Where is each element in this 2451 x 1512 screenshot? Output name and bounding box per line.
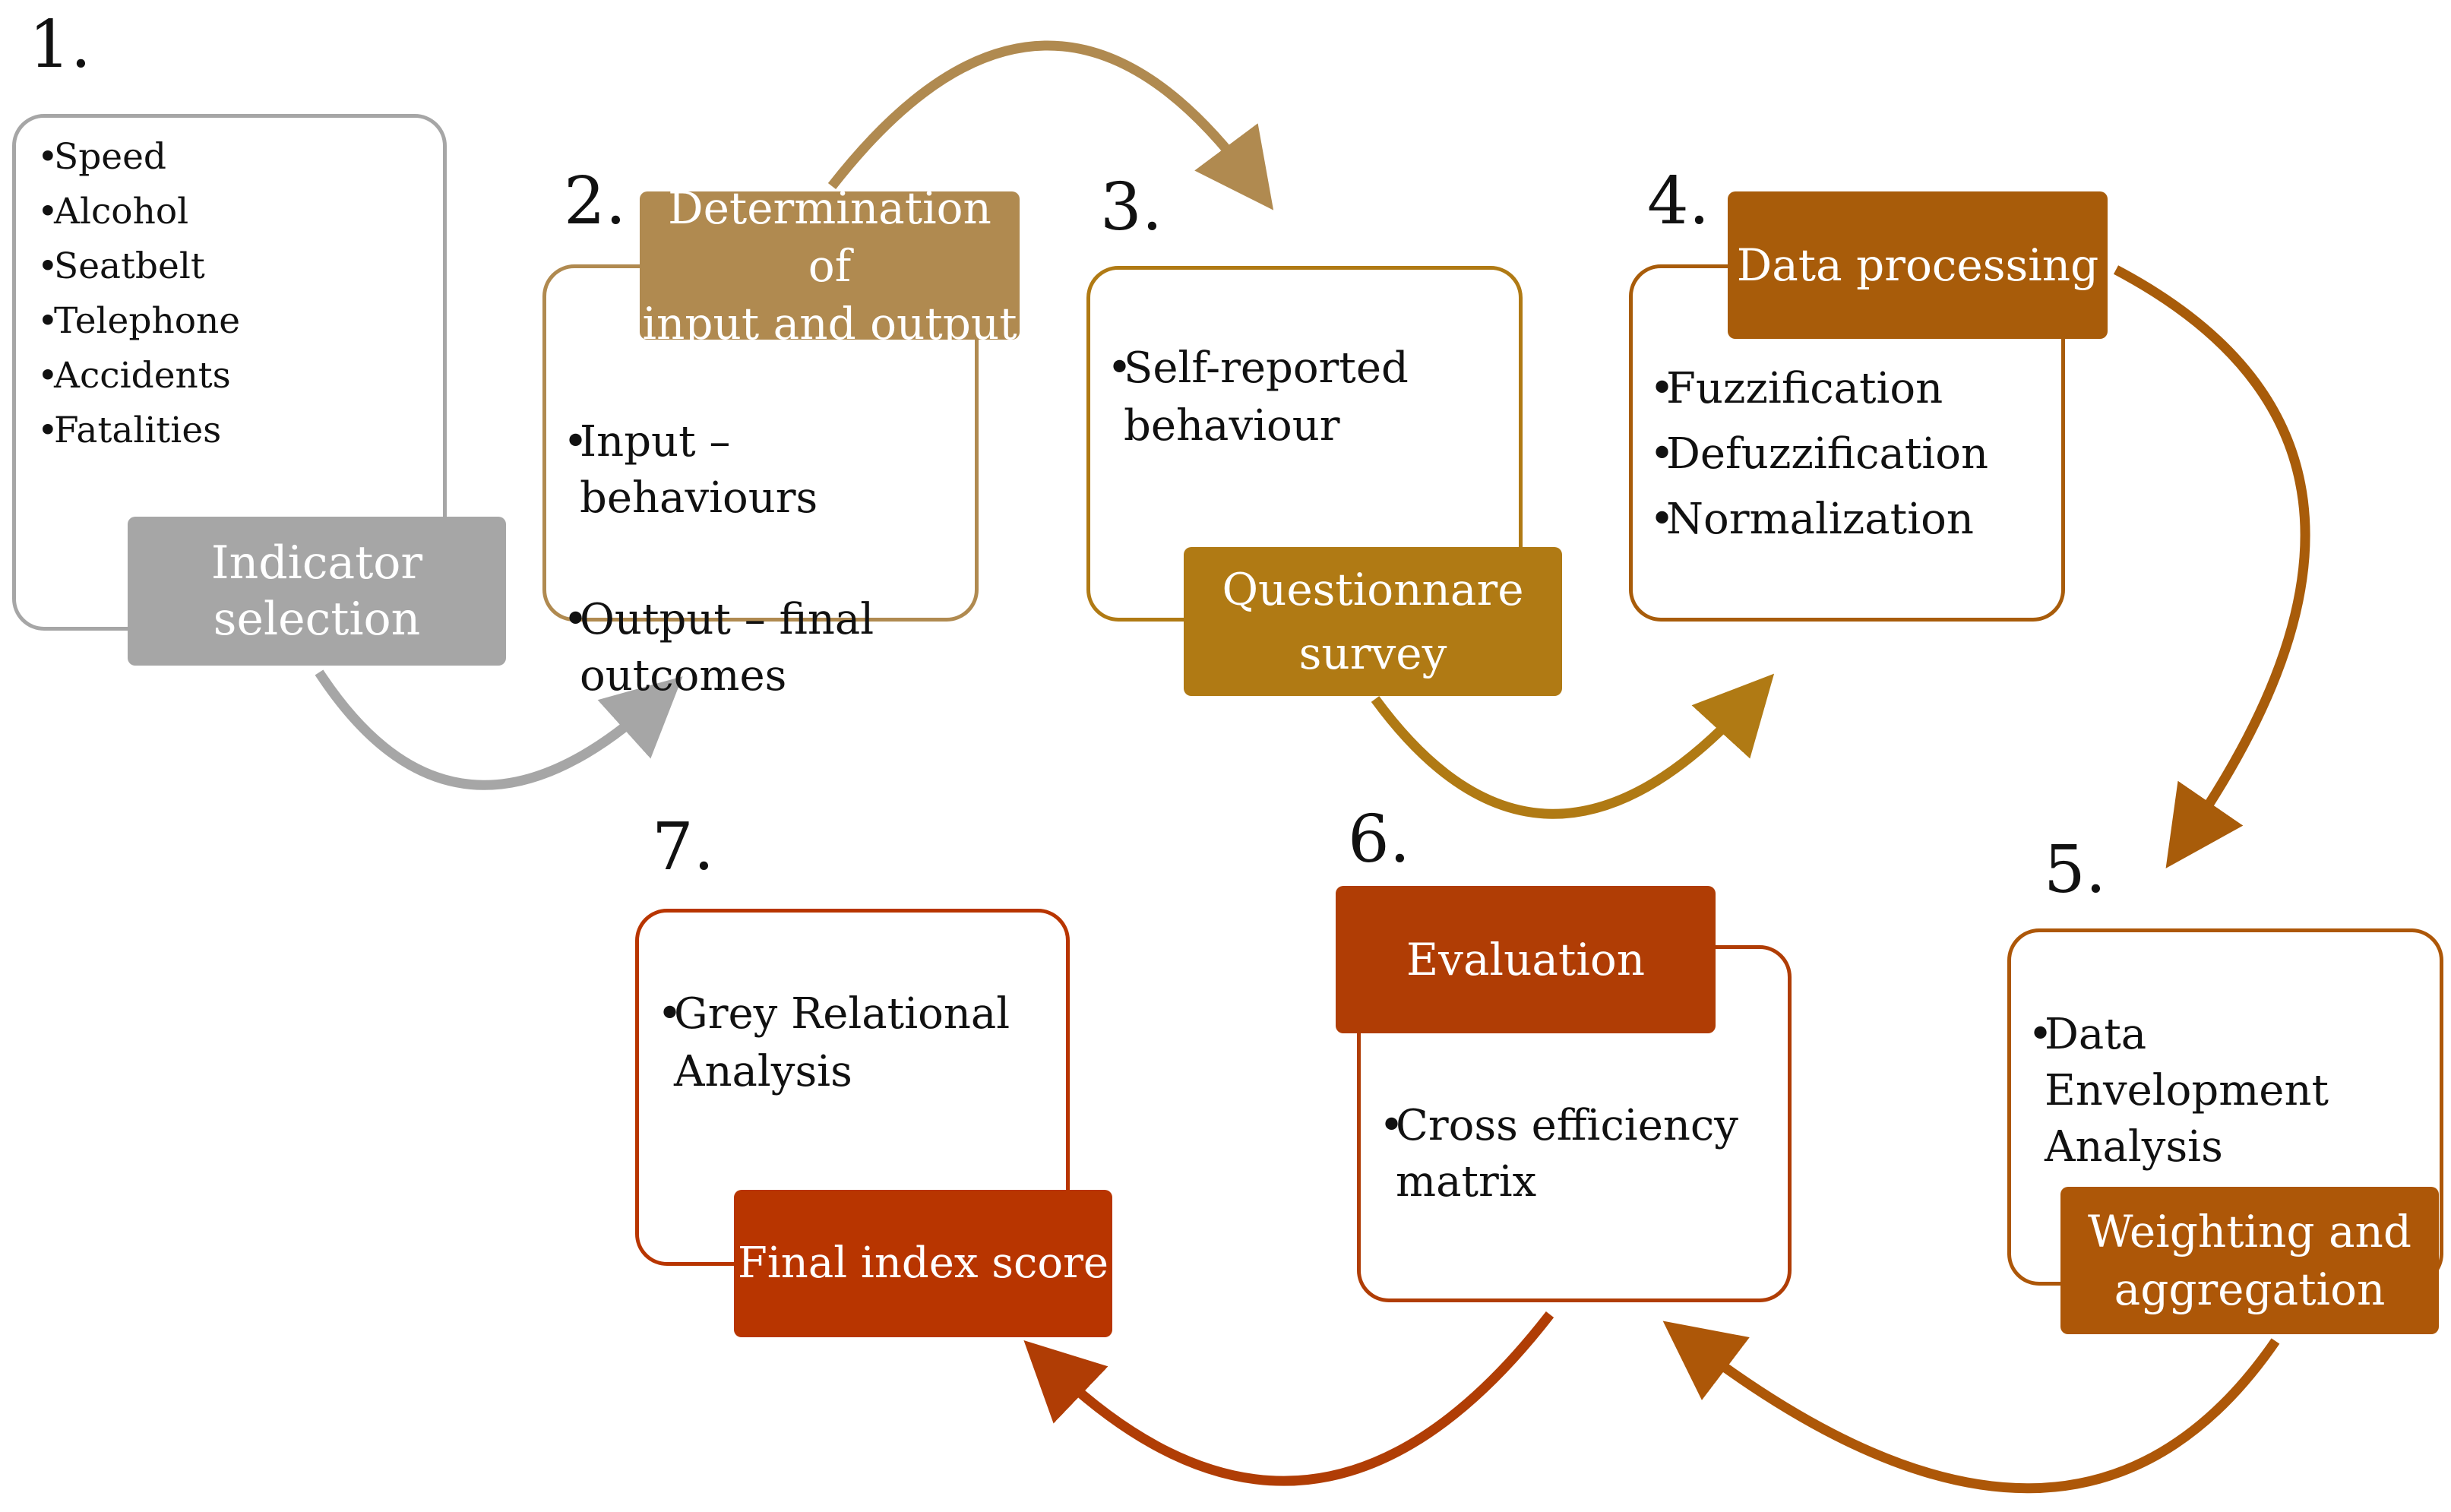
step-6-label: Evaluation bbox=[1336, 886, 1716, 1033]
arrow-4-to-5 bbox=[2113, 265, 2310, 868]
step-6-number: 6. bbox=[1348, 802, 1411, 878]
list-item: Defuzzification bbox=[1649, 422, 1988, 487]
step-6-items: Cross efficiency matrix bbox=[1379, 1042, 1738, 1267]
list-item: Output – final outcomes bbox=[563, 592, 874, 704]
step-1-label: Indicator selection bbox=[128, 517, 506, 666]
step-2-items: Input – behaviours Output – final outcom… bbox=[563, 358, 874, 761]
list-item: Fuzzification bbox=[1649, 356, 1988, 422]
step-1-number: 1. bbox=[29, 7, 92, 83]
step-5-number: 5. bbox=[2044, 832, 2107, 908]
step-1-items: Speed Alcohol Seatbelt Telephone Acciden… bbox=[37, 130, 240, 458]
list-item: Data Envelopment Analysis bbox=[2028, 1007, 2329, 1175]
step-4-label: Data processing bbox=[1728, 191, 2108, 339]
step-5-label: Weighting and aggregation bbox=[2060, 1187, 2439, 1334]
list-item: Input – behaviours bbox=[563, 414, 874, 527]
list-item: Seatbelt bbox=[37, 239, 240, 294]
step-7-number: 7. bbox=[652, 809, 715, 885]
list-item: Speed bbox=[37, 130, 240, 185]
list-item: Cross efficiency matrix bbox=[1379, 1098, 1738, 1210]
list-item: Fatalities bbox=[37, 403, 240, 458]
arrow-3-to-4 bbox=[1371, 673, 1775, 819]
step-7-label: Final index score bbox=[734, 1190, 1112, 1337]
step-2-number: 2. bbox=[564, 163, 627, 239]
step-3-number: 3. bbox=[1100, 169, 1163, 245]
arrow-5-to-6 bbox=[1662, 1321, 2280, 1494]
list-item: Self-reported behaviour bbox=[1107, 340, 1409, 455]
step-5-items: Data Envelopment Analysis bbox=[2028, 951, 2329, 1232]
list-item: Grey Relational Analysis bbox=[657, 985, 1010, 1101]
list-item: Alcohol bbox=[37, 185, 240, 239]
list-item: Accidents bbox=[37, 349, 240, 403]
arrow-6-to-7 bbox=[1023, 1311, 1554, 1486]
list-item: Normalization bbox=[1649, 487, 1988, 552]
step-7-items: Grey Relational Analysis bbox=[657, 928, 1010, 1159]
step-3-items: Self-reported behaviour bbox=[1107, 282, 1409, 513]
list-item: Telephone bbox=[37, 294, 240, 349]
step-4-items: Fuzzification Defuzzification Normalizat… bbox=[1649, 356, 1988, 552]
arrow-2-to-3 bbox=[827, 40, 1274, 210]
step-4-number: 4. bbox=[1647, 163, 1710, 239]
step-2-label: Determination of input and output bbox=[640, 182, 1020, 350]
step-3-label: Questionnare survey bbox=[1184, 547, 1562, 696]
